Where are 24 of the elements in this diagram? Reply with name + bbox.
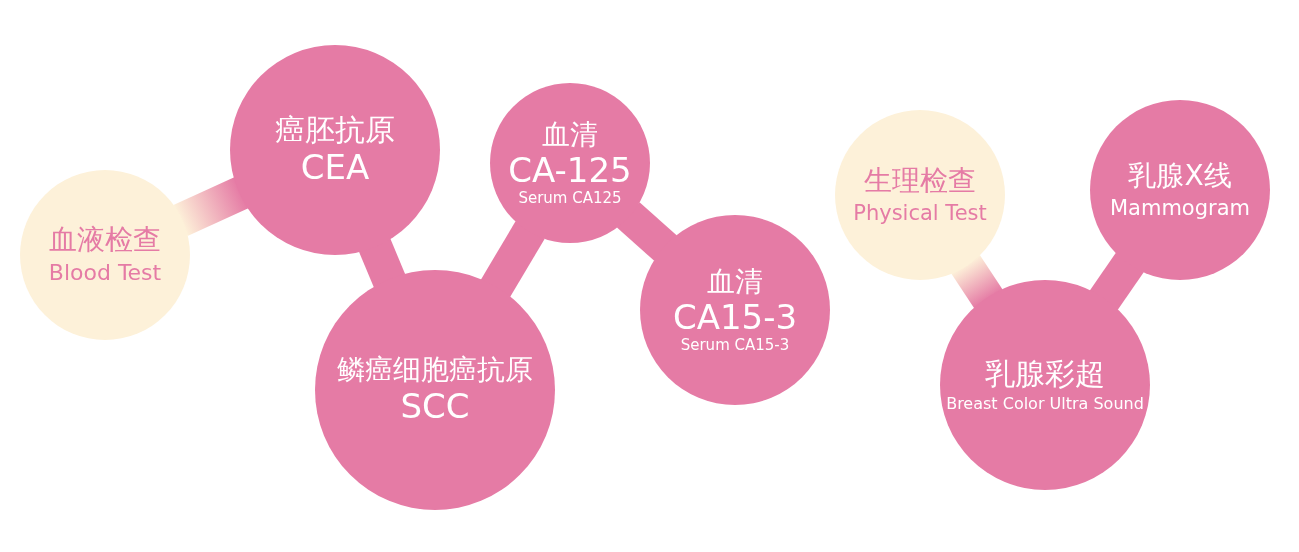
- english-label: Mammogram: [1109, 196, 1250, 221]
- english-label: CEA: [300, 147, 370, 187]
- chinese-label: 血液检查: [49, 224, 161, 257]
- chinese-label: 乳腺X线: [1128, 159, 1232, 192]
- connector: [480, 221, 545, 298]
- english-label: Breast Color Ultra Sound: [946, 395, 1144, 414]
- subtitle-label: Serum CA15-3: [680, 337, 790, 355]
- connector: [1089, 252, 1144, 310]
- chinese-label: 鳞癌细胞癌抗原: [337, 354, 533, 387]
- english-label: SCC: [400, 386, 470, 426]
- connector: [951, 255, 1003, 309]
- subtitle-label: Serum CA125: [518, 190, 622, 208]
- chinese-label: 生理检查: [864, 164, 976, 197]
- english-label: CA-125: [508, 150, 632, 190]
- connector: [358, 238, 406, 288]
- chinese-label: 乳腺彩超: [985, 356, 1105, 392]
- chinese-label: 血清: [707, 265, 763, 298]
- chinese-label: 血清: [542, 118, 598, 151]
- english-label: Blood Test: [48, 260, 162, 286]
- connector: [173, 177, 249, 236]
- chinese-label: 癌胚抗原: [275, 113, 395, 148]
- english-label: Physical Test: [853, 201, 987, 226]
- connector: [616, 202, 677, 261]
- english-label: CA15-3: [672, 297, 798, 337]
